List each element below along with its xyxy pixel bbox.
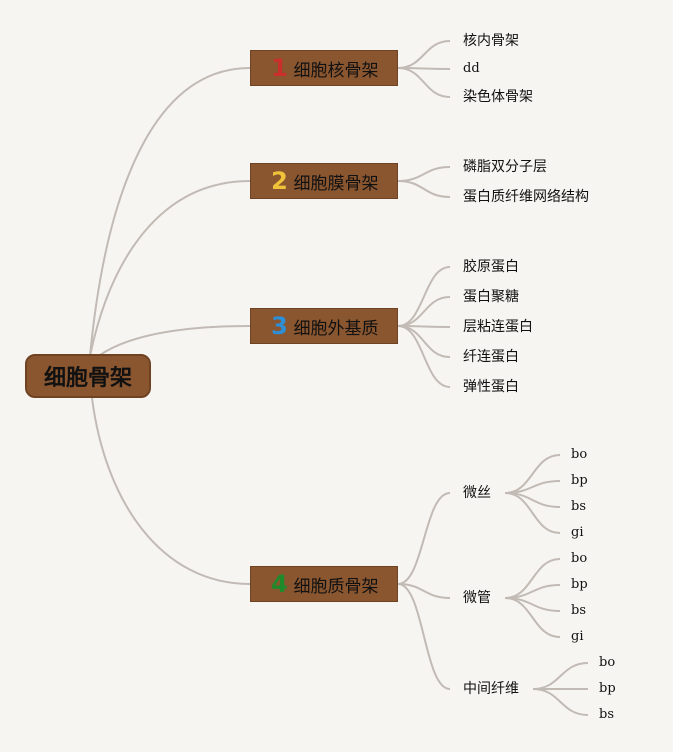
branch-node-1[interactable]: 1 细胞核骨架 <box>250 50 398 86</box>
leaf-4-2-4[interactable]: gi <box>571 629 584 644</box>
connector-4-3-3 <box>532 688 589 716</box>
connector-2-2 <box>397 180 451 198</box>
leaf-4-3-1[interactable]: bo <box>599 655 616 670</box>
leaf-4-3-2[interactable]: bp <box>599 681 616 696</box>
leaf-2-1[interactable]: 磷脂双分子层 <box>463 159 547 175</box>
subnode-4-1[interactable]: 微丝 <box>463 485 491 501</box>
connector-1-1 <box>397 40 451 69</box>
leaf-4-1-4[interactable]: gi <box>571 525 584 540</box>
connector-4-2-4 <box>504 597 561 638</box>
connector-4-2 <box>397 583 451 599</box>
connector-4-3 <box>397 583 451 690</box>
leaf-3-1[interactable]: 胶原蛋白 <box>463 259 519 275</box>
branch-label-3: 细胞外基质 <box>293 318 379 339</box>
branch-label-4: 细胞质骨架 <box>293 576 379 597</box>
connector-2-1 <box>397 166 451 182</box>
leaf-4-1-1[interactable]: bo <box>571 447 588 462</box>
leaf-1-2[interactable]: dd <box>463 61 480 76</box>
leaf-4-2-3[interactable]: bs <box>571 603 586 618</box>
leaf-3-3[interactable]: 层粘连蛋白 <box>463 319 533 335</box>
leaf-4-2-2[interactable]: bp <box>571 577 588 592</box>
branch-node-4[interactable]: 4 细胞质骨架 <box>250 566 398 602</box>
leaf-4-2-1[interactable]: bo <box>571 551 588 566</box>
root-to-branch-3 <box>99 325 251 356</box>
leaf-3-5[interactable]: 弹性蛋白 <box>463 379 519 395</box>
connector-4-3-1 <box>532 662 589 690</box>
branch-label-1: 细胞核骨架 <box>293 60 379 81</box>
leaf-2-2[interactable]: 蛋白质纤维网络结构 <box>463 189 589 205</box>
leaf-3-2[interactable]: 蛋白聚糖 <box>463 289 519 305</box>
branch-label-2: 细胞膜骨架 <box>293 173 379 194</box>
branch-number-1: 1 <box>271 54 288 82</box>
branch-number-3: 3 <box>271 312 288 340</box>
leaf-1-1[interactable]: 核内骨架 <box>463 33 519 49</box>
connector-1-3 <box>397 67 451 98</box>
leaf-4-3-3[interactable]: bs <box>599 707 614 722</box>
connector-3-4 <box>397 325 451 358</box>
subnode-4-2[interactable]: 微管 <box>463 590 491 606</box>
subnode-4-3[interactable]: 中间纤维 <box>463 681 519 697</box>
connector-3-1 <box>397 266 451 327</box>
branch-node-3[interactable]: 3 细胞外基质 <box>250 308 398 344</box>
root-to-branch-4 <box>91 397 251 585</box>
leaf-1-3[interactable]: 染色体骨架 <box>463 89 533 105</box>
branch-number-2: 2 <box>271 167 288 195</box>
connector-3-5 <box>397 325 451 388</box>
leaf-4-1-2[interactable]: bp <box>571 473 588 488</box>
leaf-3-4[interactable]: 纤连蛋白 <box>463 349 519 365</box>
connector-4-1-4 <box>504 492 561 534</box>
root-label: 细胞骨架 <box>43 366 132 391</box>
root-to-branch-2 <box>89 180 251 357</box>
branch-node-2[interactable]: 2 细胞膜骨架 <box>250 163 398 199</box>
root-to-branch-1 <box>89 67 251 357</box>
leaf-4-1-3[interactable]: bs <box>571 499 586 514</box>
connector-3-2 <box>397 296 451 327</box>
root-node[interactable]: 细胞骨架 <box>25 354 151 398</box>
branch-number-4: 4 <box>271 570 288 598</box>
connector-4-1 <box>397 492 451 585</box>
